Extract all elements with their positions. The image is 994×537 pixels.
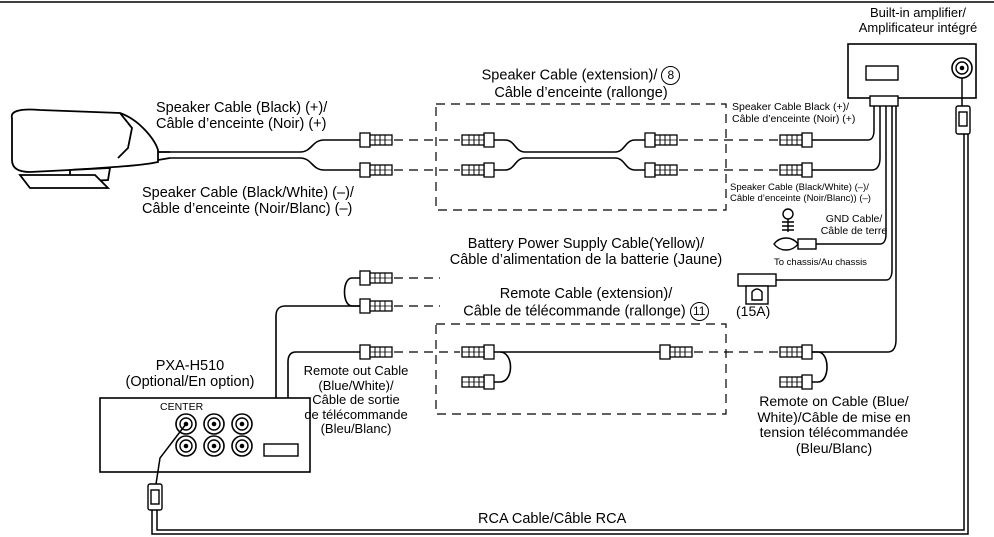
speaker-unit <box>10 108 171 189</box>
item-number-8: 8 <box>661 66 681 85</box>
chassis-label: To chassis/Au chassis <box>774 257 867 268</box>
amp-connector <box>865 65 899 81</box>
center-label: CENTER <box>160 401 204 413</box>
item-number-11: 11 <box>689 302 709 322</box>
fuse-holder <box>737 273 777 305</box>
speaker-black-white-label: Speaker Cable (Black/White) (–)/ Câble d… <box>142 185 354 218</box>
remote-extension-label: Remote Cable (extension)/ Câble de téléc… <box>436 286 736 322</box>
speaker-wires-left <box>170 139 360 171</box>
speaker-black-small-label: Speaker Cable Black (+)/ Câble d’enceint… <box>732 101 856 125</box>
pxa-remote-port <box>263 443 299 457</box>
amp-harness <box>806 106 897 353</box>
remote-on-label: Remote on Cable (Blue/ White)/Câble de m… <box>757 393 911 457</box>
rca-cable-label: RCA Cable/Câble RCA <box>478 511 627 527</box>
speaker-bw-small-label: Speaker Cable (Black/White) (–)/ Câble d… <box>730 182 871 204</box>
pxa-label: PXA-H510 (Optional/En option) <box>125 358 255 391</box>
amp-label: Built-in amplifier/ Amplificateur intégr… <box>858 5 978 35</box>
remote-out-label: Remote out Cable (Blue/White)/ Câble de … <box>303 363 409 437</box>
gnd-cable-label: GND Cable/ Câble de terre <box>820 213 888 237</box>
rca-cable <box>151 78 969 535</box>
speaker-black-label: Speaker Cable (Black) (+)/ Câble d’encei… <box>156 100 328 133</box>
fuse-label: (15A) <box>736 303 771 319</box>
gnd-terminal <box>773 208 817 251</box>
pxa-h510-box <box>99 397 311 473</box>
speaker-extension-box <box>435 103 727 211</box>
speaker-extension-label: Speaker Cable (extension)/8 Câble d’ence… <box>446 66 716 101</box>
remote-extension-box <box>435 323 727 415</box>
battery-cable-label: Battery Power Supply Cable(Yellow)/ Câbl… <box>449 236 723 269</box>
